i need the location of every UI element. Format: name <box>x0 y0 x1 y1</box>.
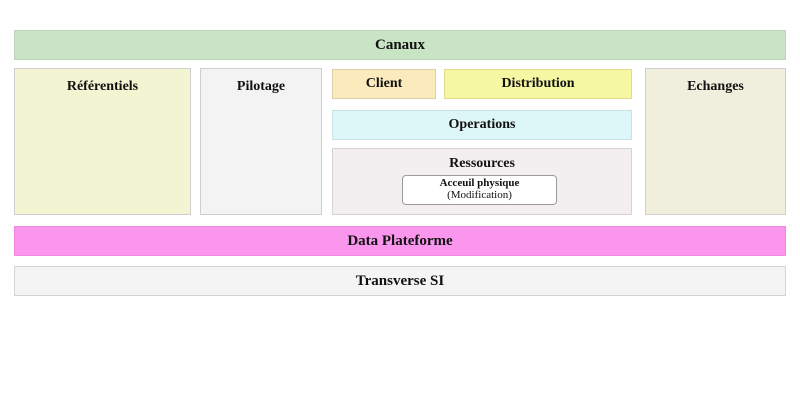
cell-distribution-label: Distribution <box>501 76 575 92</box>
band-transverse-si[interactable]: Transverse SI <box>14 266 786 296</box>
cell-operations[interactable]: Operations <box>332 110 632 140</box>
cell-client-label: Client <box>365 76 403 92</box>
column-echanges-label: Echanges <box>687 79 744 94</box>
band-canaux-label: Canaux <box>374 36 426 53</box>
cell-operations-label: Operations <box>448 117 516 133</box>
column-pilotage[interactable]: Pilotage <box>200 68 322 215</box>
band-canaux[interactable]: Canaux <box>14 30 786 60</box>
card-acceuil-physique-title: Acceuil physique <box>439 177 520 190</box>
cell-distribution[interactable]: Distribution <box>444 69 632 99</box>
column-pilotage-label: Pilotage <box>236 79 286 94</box>
column-referentiels-label: Référentiels <box>66 79 139 94</box>
column-referentiels[interactable]: Référentiels <box>14 68 191 215</box>
cell-client[interactable]: Client <box>332 69 436 99</box>
card-acceuil-physique[interactable]: Acceuil physique (Modification) <box>402 175 557 205</box>
cell-ressources-label: Ressources <box>449 156 515 171</box>
band-data-plateforme-label: Data Plateforme <box>347 232 453 249</box>
column-echanges[interactable]: Echanges <box>645 68 786 215</box>
cell-ressources[interactable]: Ressources Acceuil physique (Modificatio… <box>332 148 632 215</box>
band-data-plateforme[interactable]: Data Plateforme <box>14 226 786 256</box>
card-acceuil-physique-subtitle: (Modification) <box>447 189 512 201</box>
band-transverse-si-label: Transverse SI <box>355 272 445 289</box>
